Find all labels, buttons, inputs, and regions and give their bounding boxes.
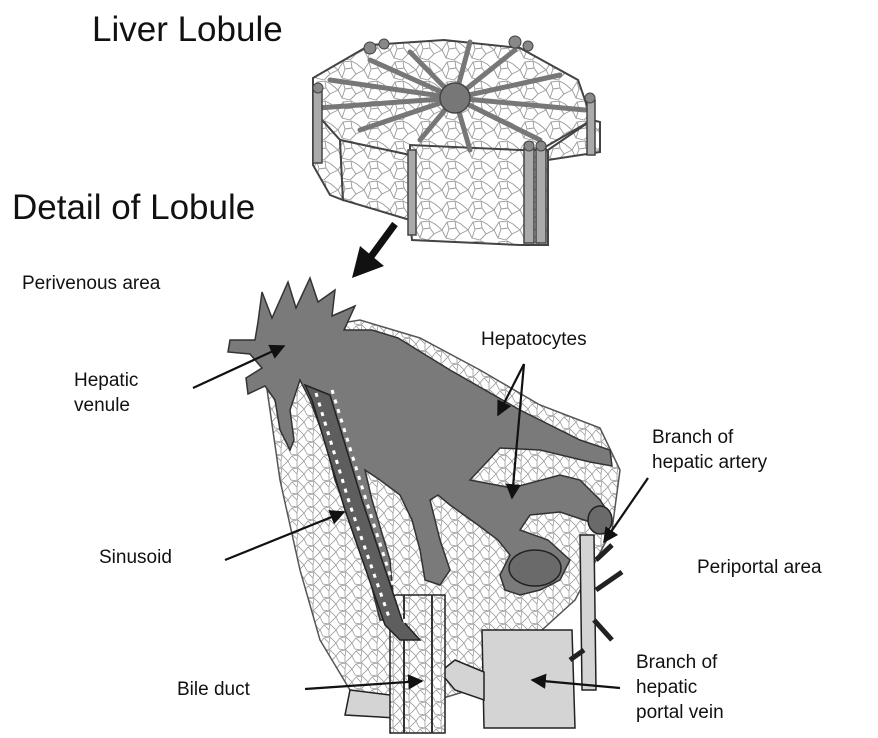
lobule-cut-face xyxy=(340,140,548,245)
label-branch-portal-vein-line3: portal vein xyxy=(636,700,724,725)
label-hepatic-venule-line1: Hepatic xyxy=(74,368,138,393)
label-perivenous-area: Perivenous area xyxy=(22,271,160,296)
artery-opening xyxy=(588,506,612,534)
liver-lobule-title: Liver Lobule xyxy=(92,10,283,50)
label-branch-portal-vein-line1: Branch of xyxy=(636,650,724,675)
label-sinusoid: Sinusoid xyxy=(99,545,172,570)
label-hepatic-venule-line2: venule xyxy=(74,393,138,418)
label-branch-portal-vein: Branch of hepatic portal vein xyxy=(636,650,724,725)
label-branch-hepatic-artery: Branch of hepatic artery xyxy=(652,425,767,475)
label-bile-duct: Bile duct xyxy=(177,677,250,702)
label-periportal-area: Periportal area xyxy=(697,555,822,580)
portal-vein xyxy=(482,630,575,728)
label-hepatic-venule: Hepatic venule xyxy=(74,368,138,418)
hepatic-artery xyxy=(580,535,596,690)
liver-lobule-illustration xyxy=(313,36,600,245)
label-branch-portal-vein-line2: hepatic xyxy=(636,675,724,700)
label-branch-hepatic-artery-line2: hepatic artery xyxy=(652,450,767,475)
detail-of-lobule-title: Detail of Lobule xyxy=(12,188,255,228)
portal-opening xyxy=(509,550,561,586)
zoom-arrow xyxy=(352,224,395,278)
lobule-central-vein xyxy=(440,83,470,113)
label-hepatocytes: Hepatocytes xyxy=(481,327,587,352)
label-branch-hepatic-artery-line1: Branch of xyxy=(652,425,767,450)
